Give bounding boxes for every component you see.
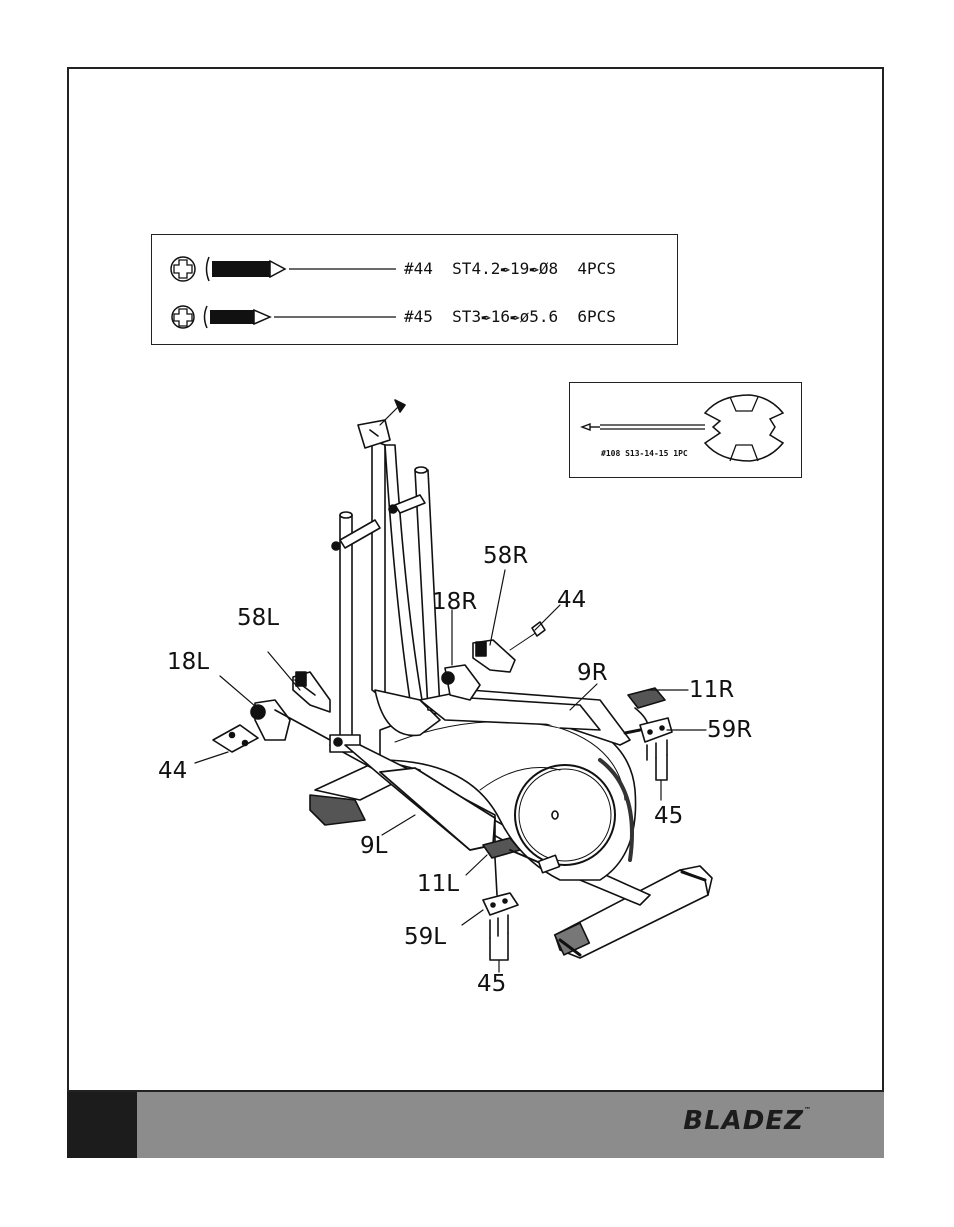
callout-59r: 59R (707, 717, 753, 743)
tool-box: #108 S13-14-15 1PC (569, 382, 802, 478)
cover-58l (292, 671, 331, 713)
part-spec: ST3✒16✒ø5.6 (452, 307, 559, 326)
callout-59l: 59L (404, 924, 447, 950)
hardware-box: #44 ST4.2✒19✒Ø8 4PCS #45 ST3✒16✒ø5.6 6PC… (151, 234, 678, 345)
bracket-59l (482, 857, 519, 916)
flywheel-shroud (379, 706, 637, 881)
tool-label: #108 S13-14-15 1PC (601, 449, 688, 458)
phillips-head-icon (170, 256, 196, 282)
hardware-row-44: #44 ST4.2✒19✒Ø8 4PCS (404, 259, 616, 278)
pedal-11l (482, 837, 561, 874)
part-number: #45 (404, 307, 433, 326)
screws-45-left (489, 914, 509, 961)
hardware-row-45: #45 ST3✒16✒ø5.6 6PCS (404, 307, 616, 326)
callout-58r: 58R (483, 543, 529, 569)
part-spec: ST4.2✒19✒Ø8 (452, 259, 559, 278)
footer-container: BLADEZ™ (67, 1090, 884, 1158)
footer-page-block (67, 1092, 137, 1158)
trademark-symbol: ™ (804, 1106, 812, 1114)
pedal-11r (627, 687, 666, 731)
pedal-arm-9r (419, 689, 631, 746)
callout-18l: 18L (167, 649, 210, 675)
upright-post (357, 399, 441, 737)
screw-45-icon (203, 305, 272, 329)
callout-9r: 9R (577, 660, 608, 686)
callout-45-left: 45 (477, 971, 507, 997)
callout-58l: 58L (237, 605, 280, 631)
screw-drawings (170, 256, 396, 329)
callout-18r: 18R (432, 589, 478, 615)
brand-logo: BLADEZ™ (683, 1106, 812, 1136)
bracket-18l (250, 699, 331, 741)
part-number: #44 (404, 259, 433, 278)
part-qty: 4PCS (577, 259, 616, 278)
rear-stabilizer (553, 865, 713, 959)
cover-58r (472, 621, 546, 673)
pedal-arm-9l (344, 744, 496, 851)
screws-45-right (646, 739, 668, 781)
callout-45-right: 45 (654, 803, 684, 829)
phillips-head-icon (171, 305, 195, 329)
part-qty: 6PCS (577, 307, 616, 326)
callout-11l: 11L (417, 871, 460, 897)
bracket-18r (441, 664, 481, 701)
bracket-59r (623, 717, 673, 743)
callout-11r: 11R (689, 677, 735, 703)
callout-9l: 9L (360, 833, 388, 859)
brand-name: BLADEZ (683, 1106, 804, 1136)
callout-44-left: 44 (158, 758, 188, 784)
callout-44-right: 44 (557, 587, 587, 613)
left-handlebar (329, 511, 381, 753)
leader-lines (194, 569, 707, 973)
screw-44-icon (205, 256, 287, 282)
multi-tool-wrench-icon (580, 394, 785, 462)
hardware-44-left (212, 724, 259, 753)
footer-bar: BLADEZ™ (67, 1090, 884, 1158)
